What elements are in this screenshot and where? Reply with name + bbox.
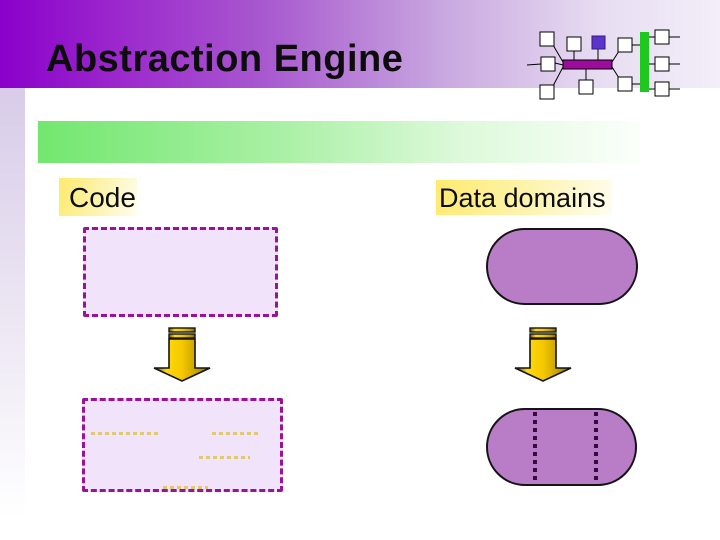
redacted-text-line <box>163 486 208 489</box>
redacted-text-line <box>212 432 259 435</box>
partition-divider <box>594 412 598 482</box>
network-decoration-icon <box>526 29 680 100</box>
violet-node-square <box>591 35 606 50</box>
down-arrow-icon <box>153 327 211 382</box>
magenta-node-bar <box>562 59 613 70</box>
code-heading: Code <box>59 178 137 216</box>
data-domains-heading: Data domains <box>436 180 612 215</box>
code-heading-label: Code <box>69 182 136 213</box>
partition-divider <box>533 412 537 482</box>
page-title: Abstraction Engine <box>46 38 404 80</box>
green-node-bar <box>640 32 649 92</box>
abstracted-code-box <box>82 398 283 492</box>
redacted-text-line <box>91 432 161 435</box>
data-domains-heading-label: Data domains <box>439 183 606 213</box>
redacted-text-line <box>199 456 250 459</box>
data-domain-shape <box>486 228 638 305</box>
left-border-strip <box>0 88 25 540</box>
down-arrow-icon <box>514 327 572 382</box>
code-box <box>83 227 278 317</box>
partitioned-data-domain-shape <box>486 408 637 486</box>
green-accent-bar <box>38 121 640 163</box>
